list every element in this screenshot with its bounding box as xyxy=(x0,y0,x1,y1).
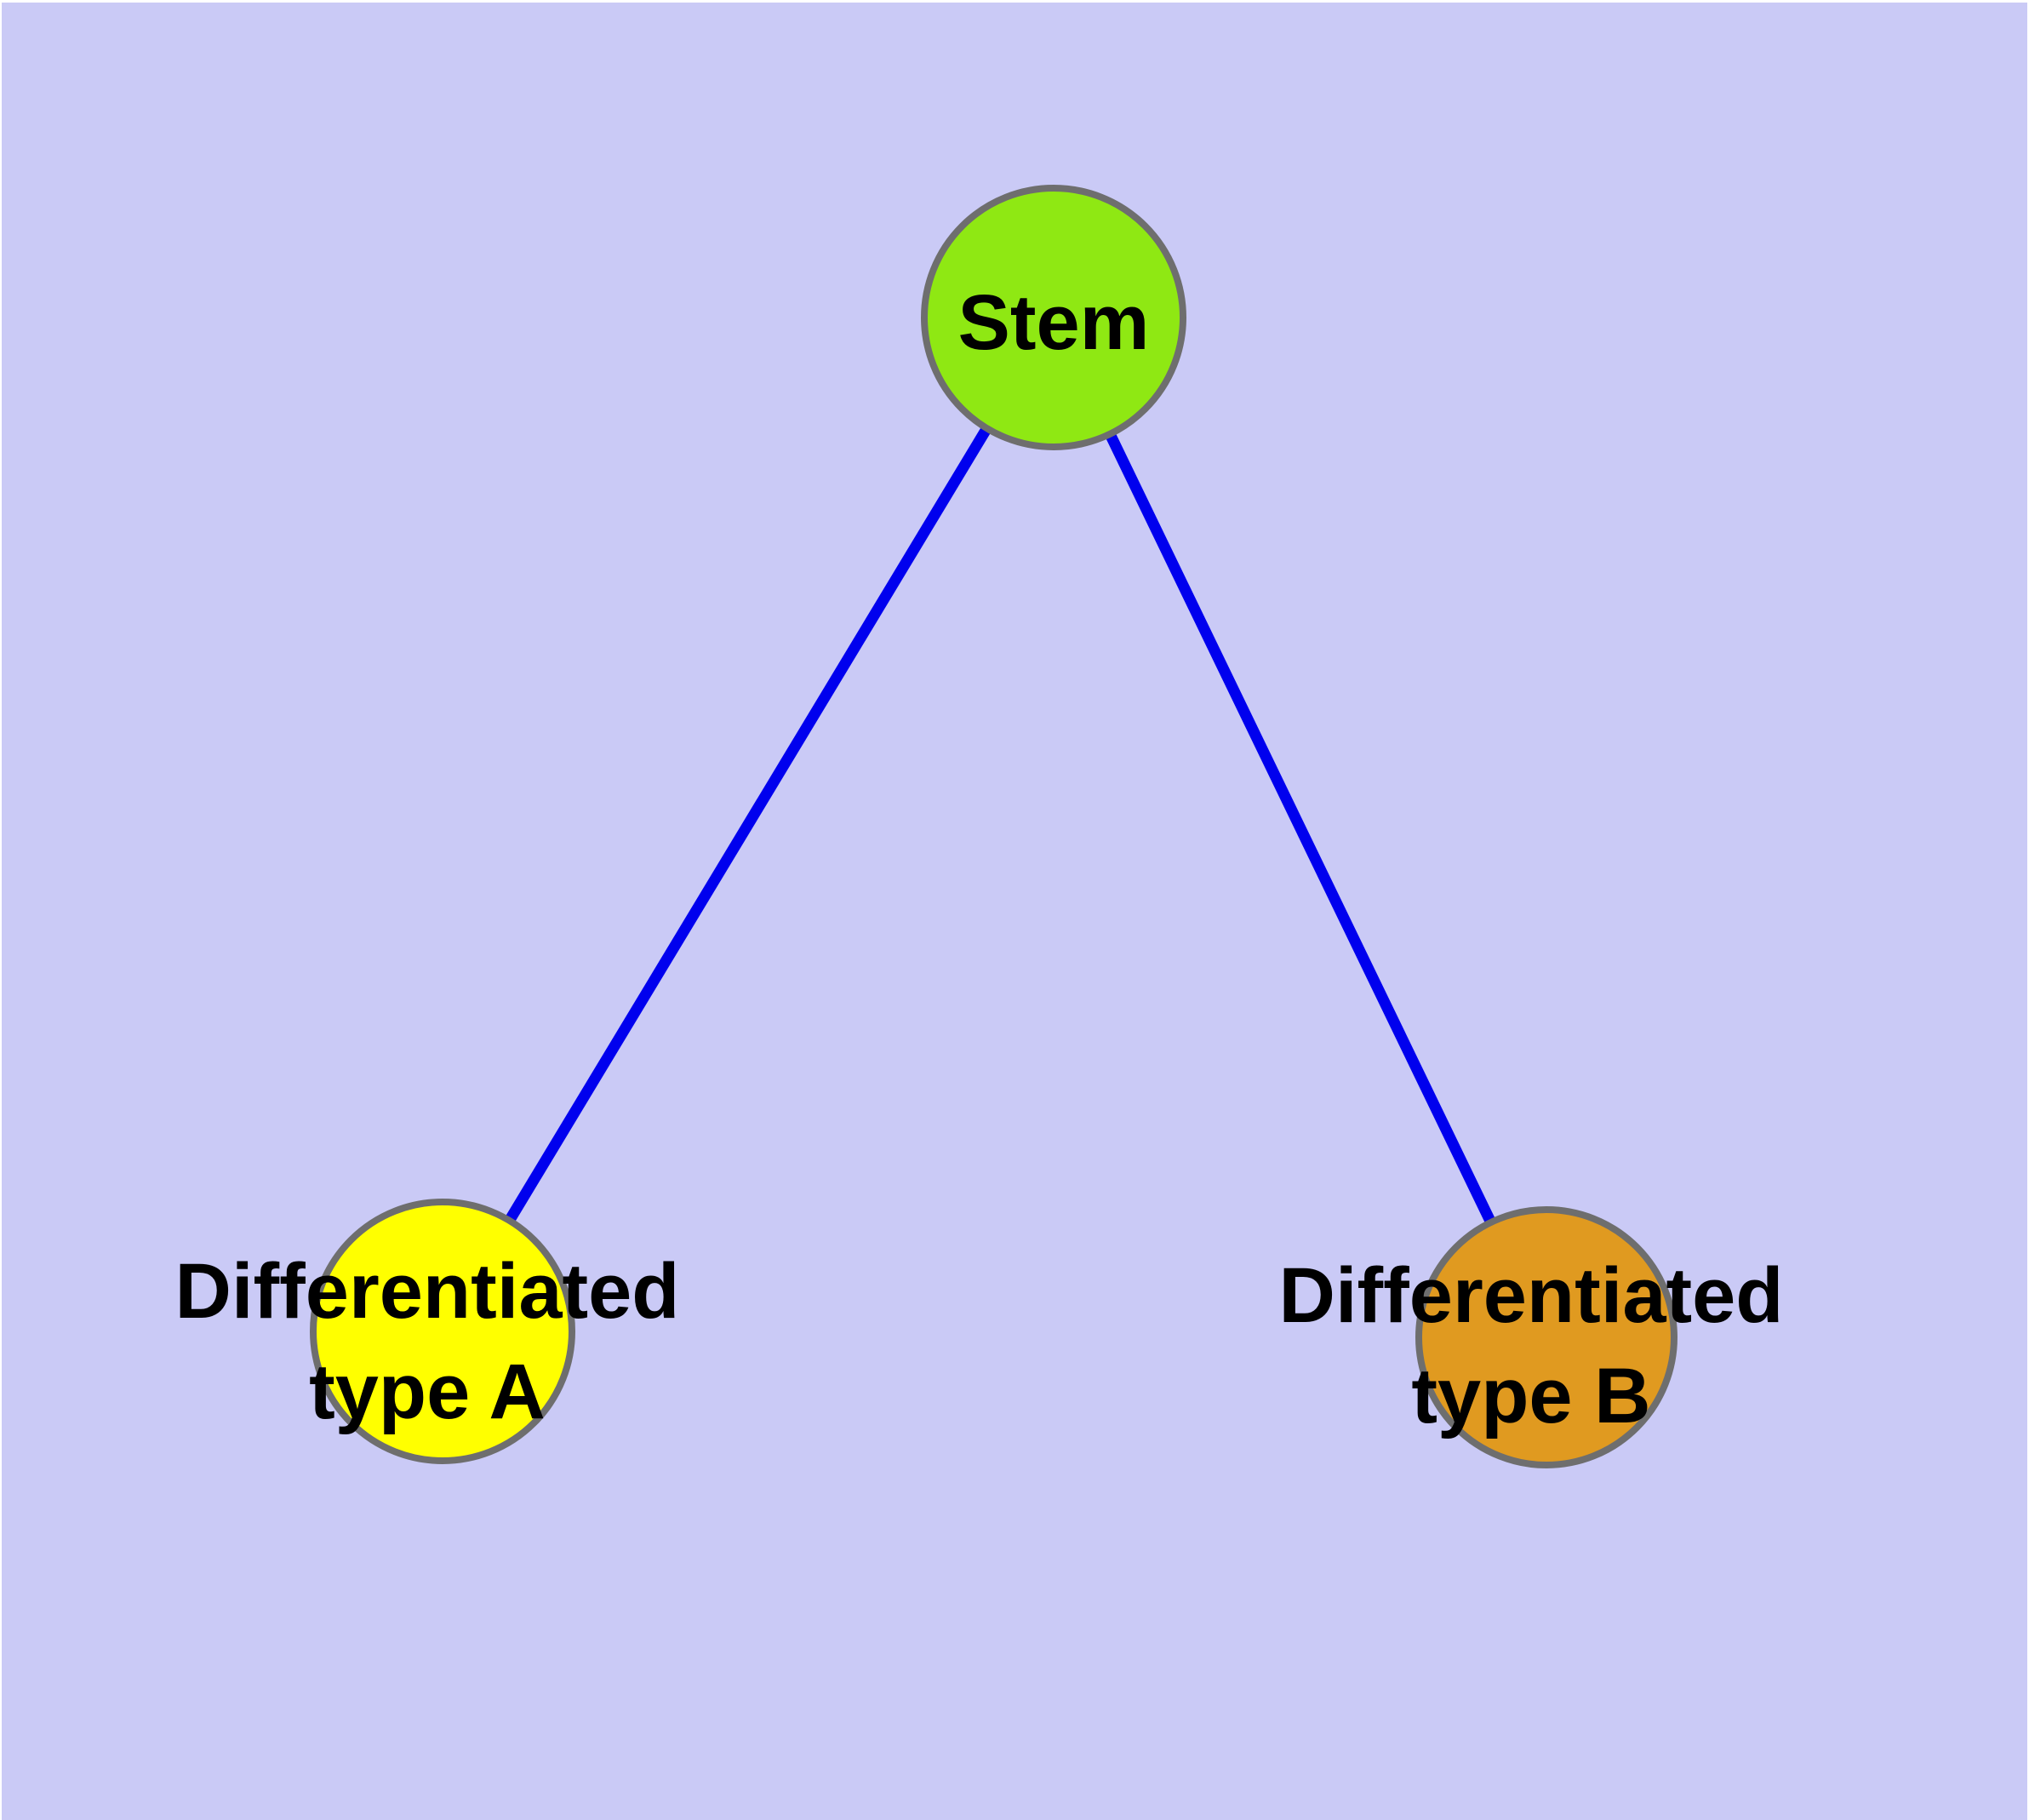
node-differentiated-type-a-label-line2: type A xyxy=(309,1348,546,1435)
node-differentiated-type-b: Differentiated type B xyxy=(1279,1206,1784,1468)
node-stem-circle xyxy=(921,185,1186,450)
node-differentiated-type-b-label-line1: Differentiated xyxy=(1279,1252,1784,1339)
node-stem: Stem xyxy=(921,185,1186,450)
node-differentiated-type-b-circle xyxy=(1415,1206,1677,1468)
node-differentiated-type-a-circle xyxy=(310,1199,575,1464)
node-differentiated-type-a: Differentiated type A xyxy=(175,1199,680,1464)
node-stem-label: Stem xyxy=(958,279,1150,366)
node-differentiated-type-b-label-line2: type B xyxy=(1411,1353,1650,1439)
node-differentiated-type-a-label-line1: Differentiated xyxy=(175,1248,680,1335)
edge-stem-to-type-b xyxy=(1049,315,1552,1340)
edge-stem-to-type-a xyxy=(437,314,1059,1335)
